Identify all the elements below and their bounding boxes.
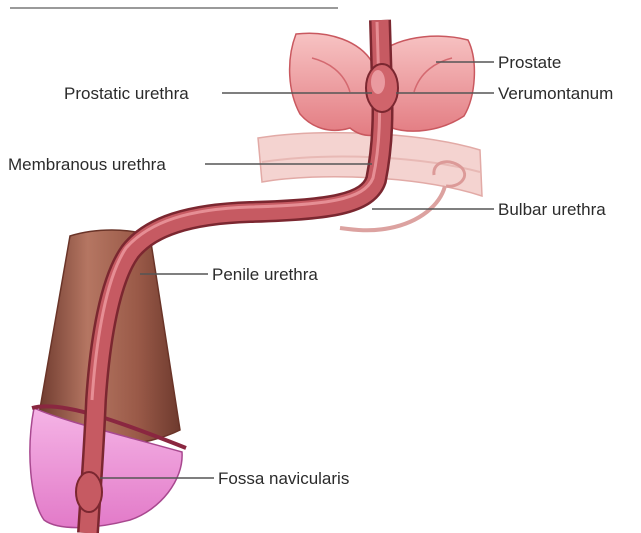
label-verumontanum: Verumontanum bbox=[498, 85, 613, 102]
verumontanum-highlight bbox=[371, 70, 385, 94]
label-fossa-navicularis: Fossa navicularis bbox=[218, 470, 349, 487]
label-membranous-urethra: Membranous urethra bbox=[8, 156, 166, 173]
label-prostate: Prostate bbox=[498, 54, 561, 71]
label-bulbar-urethra: Bulbar urethra bbox=[498, 201, 606, 218]
label-prostatic-urethra: Prostatic urethra bbox=[64, 85, 189, 102]
label-penile-urethra: Penile urethra bbox=[212, 266, 318, 283]
fossa-navicularis bbox=[76, 472, 102, 512]
